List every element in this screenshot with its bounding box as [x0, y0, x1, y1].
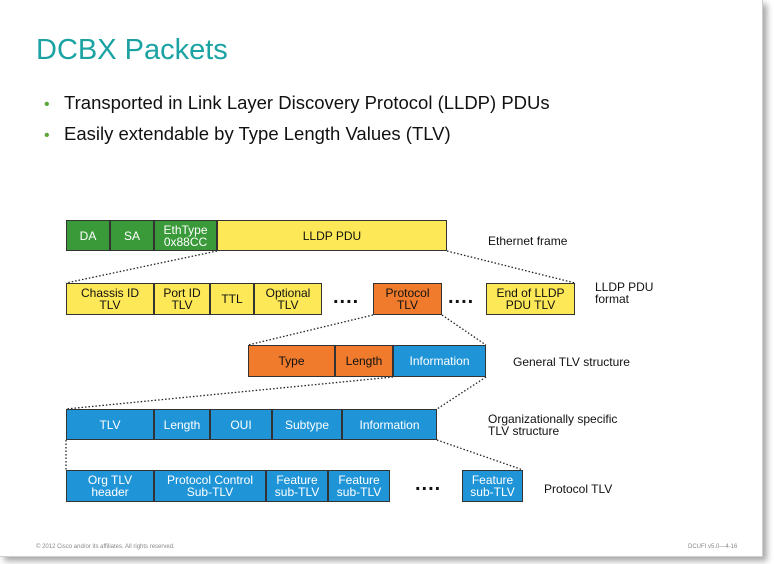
connector-line — [441, 314, 487, 346]
org-tlv-tlv: TLV — [66, 409, 154, 440]
lldp-pdu-format-label: LLDP PDU format — [595, 280, 654, 306]
connector-lines — [65, 250, 576, 471]
connector-line — [65, 376, 394, 410]
org-tlv-information: Information — [342, 409, 437, 440]
protocol-tlv-label: Protocol TLV — [544, 482, 613, 496]
org-tlv-label: Organizationally specific TLV structure — [488, 412, 618, 438]
general-tlv-information: Information — [393, 345, 486, 377]
ethernet-frame-label: Ethernet frame — [488, 234, 568, 248]
frame-field-da: DA — [66, 220, 110, 251]
bullet-text: Transported in Link Layer Discovery Prot… — [64, 92, 550, 113]
lldp-optional-tlv: Optional TLV — [254, 283, 322, 315]
connector-line — [436, 439, 524, 471]
lldp-protocol-tlv: Protocol TLV — [373, 283, 442, 315]
footer-copyright: © 2012 Cisco and/or its affiliates. All … — [36, 544, 175, 550]
connector-line — [446, 250, 576, 284]
general-tlv-label: General TLV structure — [513, 355, 630, 369]
protocol-ellipsis: .... — [415, 473, 442, 495]
lldp-chassis-id-tlv: Chassis ID TLV — [66, 283, 154, 315]
connector-line — [436, 376, 487, 410]
frame-field-lldp-pdu: LLDP PDU — [217, 220, 447, 251]
footer-slide-ref: DCUFI v5.0—4-16 — [688, 544, 738, 550]
protocol-feature-sub-tlv: Feature sub-TLV — [266, 470, 328, 502]
connector-line — [65, 250, 218, 284]
org-tlv-subtype: Subtype — [272, 409, 342, 440]
lldp-ellipsis: .... — [333, 286, 360, 308]
org-tlv-length: Length — [154, 409, 210, 440]
general-tlv-type: Type — [248, 345, 335, 377]
lldp-ttl: TTL — [210, 283, 254, 315]
bullet-item: • Easily extendable by Type Length Values… — [44, 123, 451, 145]
frame-field-sa: SA — [110, 220, 154, 251]
slide: DCBX Packets • Transported in Link Layer … — [0, 0, 763, 557]
bullet-dot-icon: • — [44, 96, 50, 113]
protocol-feature-sub-tlv: Feature sub-TLV — [328, 470, 390, 502]
protocol-control-sub-tlv: Protocol Control Sub-TLV — [154, 470, 266, 502]
lldp-ellipsis: .... — [448, 286, 475, 308]
org-tlv-oui: OUI — [210, 409, 272, 440]
slide-title: DCBX Packets — [36, 34, 228, 66]
frame-field-ethtype: EthType 0x88CC — [154, 220, 217, 251]
lldp-end-of-pdu-tlv: End of LLDP PDU TLV — [486, 283, 575, 315]
general-tlv-length: Length — [335, 345, 393, 377]
bullet-text: Easily extendable by Type Length Values … — [64, 123, 451, 144]
protocol-org-tlv-header: Org TLV header — [66, 470, 154, 502]
protocol-feature-sub-tlv: Feature sub-TLV — [462, 470, 523, 502]
lldp-port-id-tlv: Port ID TLV — [154, 283, 210, 315]
bullet-dot-icon: • — [44, 127, 50, 144]
bullet-item: • Transported in Link Layer Discovery Pro… — [44, 92, 550, 114]
connector-line — [247, 314, 374, 346]
